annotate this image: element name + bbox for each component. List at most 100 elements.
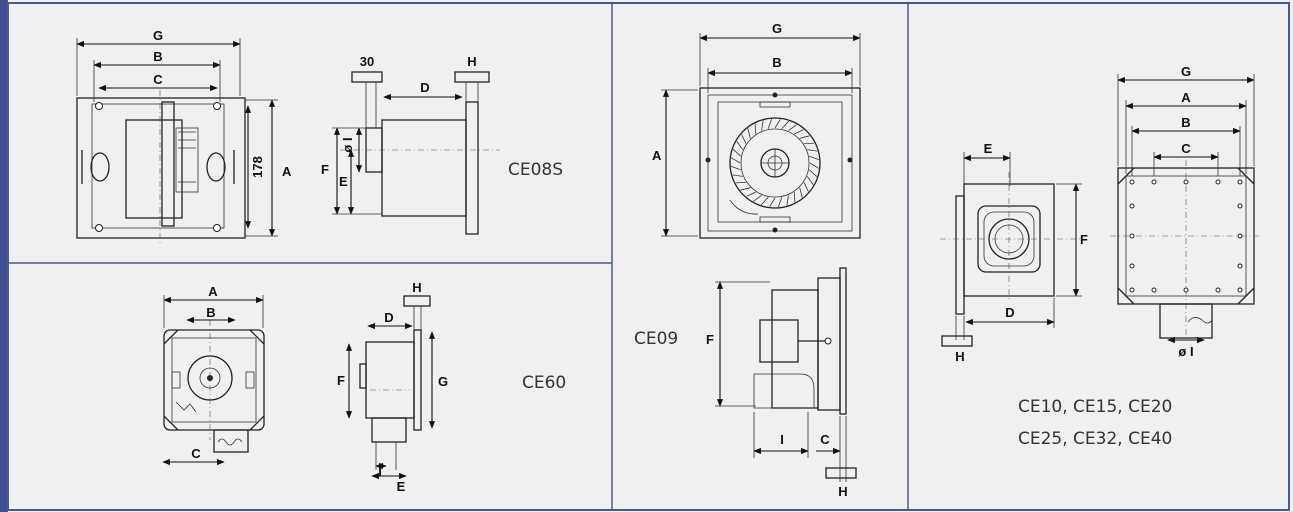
outer-frame xyxy=(7,2,1290,511)
ce60-label-f: F xyxy=(337,373,345,388)
fan-blade xyxy=(736,141,744,150)
ce09-front-dimensions xyxy=(661,33,861,237)
ce10-label-c: C xyxy=(1181,141,1191,156)
ce09-model-name: CE09 xyxy=(634,329,678,349)
panel-ce10-series: E F D H G A B C ø I CE10, CE15, CE20 CE2… xyxy=(940,64,1262,449)
fan-blade xyxy=(786,195,789,206)
ce10-label-oi: ø I xyxy=(1178,344,1193,359)
left-stripe xyxy=(0,0,8,512)
flange-hole xyxy=(1129,203,1135,209)
ce08s-labels: G B C 178 A 30 H D F E ø I CE08S xyxy=(153,28,563,189)
fan-blade xyxy=(807,149,818,152)
ce60-label-g: G xyxy=(438,374,448,389)
panel-ce09: G B A F I C H CE09 xyxy=(634,21,861,499)
ce08s-front-view xyxy=(76,90,246,246)
flange-hole xyxy=(1129,263,1135,269)
ce08s-label-h: H xyxy=(467,54,476,69)
ce09-label-f: F xyxy=(706,332,714,347)
fan-blade xyxy=(781,120,789,129)
flange-hole xyxy=(1151,287,1157,293)
ce60-side-view xyxy=(345,295,436,480)
flange-hole xyxy=(1237,179,1243,185)
ce09-label-a: A xyxy=(652,148,662,163)
ce60-front-view xyxy=(163,320,265,453)
ce09-fan-blades xyxy=(730,118,820,208)
ce08s-label-g: G xyxy=(153,28,163,43)
fan-blade xyxy=(767,118,772,129)
fan-blade xyxy=(799,135,810,139)
fan-blade xyxy=(809,155,820,160)
flange-hole xyxy=(1129,287,1135,293)
fan-blade xyxy=(730,166,741,171)
ce10-label-e: E xyxy=(984,141,993,156)
ce10-label-h: H xyxy=(955,349,964,364)
ce08s-dimension-lines xyxy=(76,38,278,237)
ce10-side-view xyxy=(940,152,1082,347)
ce08s-label-30: 30 xyxy=(360,54,374,69)
ce10-label-d: D xyxy=(1005,305,1014,320)
fan-blade xyxy=(747,128,751,139)
ce60-label-c: C xyxy=(191,446,201,461)
fan-blade xyxy=(804,142,815,144)
flange-hole xyxy=(1237,233,1243,239)
ce60-model-name: CE60 xyxy=(522,373,566,393)
panel-ce60: A B C D H F G I E CE60 xyxy=(162,280,566,494)
flange-hole xyxy=(1215,179,1221,185)
fan-blade xyxy=(740,187,751,191)
ce10-label-b: B xyxy=(1181,115,1190,130)
fan-blade xyxy=(753,194,762,202)
ce60-label-e: E xyxy=(397,479,406,494)
ce08s-label-178: 178 xyxy=(250,156,265,178)
ce10-model-line-2: CE25, CE32, CE40 xyxy=(1018,429,1172,449)
ce08s-model-name: CE08S xyxy=(508,160,563,180)
ce60-label-h: H xyxy=(412,280,421,295)
flange-hole xyxy=(1237,263,1243,269)
ce09-side-view xyxy=(715,267,857,482)
ce60-label-a: A xyxy=(208,284,218,299)
ce09-label-c: C xyxy=(820,432,830,447)
ce09-label-i: I xyxy=(780,432,784,447)
ce08s-side-view xyxy=(332,71,500,235)
ce10-front-holes xyxy=(1129,179,1243,293)
ce09-label-b: B xyxy=(772,55,781,70)
ce08s-label-d: D xyxy=(420,80,429,95)
ce10-labels: E F D H G A B C ø I CE10, CE15, CE20 CE2… xyxy=(955,64,1193,449)
ce60-label-i: I xyxy=(378,464,382,479)
flange-hole xyxy=(1183,179,1189,185)
ce08s-label-b: B xyxy=(153,49,162,64)
ce08s-label-c: C xyxy=(153,72,163,87)
fan-blade xyxy=(731,157,741,164)
fan-blade xyxy=(806,176,814,185)
fan-blade xyxy=(788,124,797,132)
ce10-label-f: F xyxy=(1080,232,1088,247)
fan-blade xyxy=(809,169,818,177)
ce08s-label-e: E xyxy=(339,174,348,189)
ce09-label-g: G xyxy=(772,21,782,36)
fan-blade xyxy=(761,197,769,206)
fan-blade xyxy=(778,197,783,208)
ce09-label-h: H xyxy=(838,484,847,499)
ce10-label-a: A xyxy=(1181,90,1191,105)
flange-hole xyxy=(1215,287,1221,293)
flange-hole xyxy=(1151,179,1157,185)
ce60-front-dimensions xyxy=(162,295,264,466)
fan-blade xyxy=(735,182,746,184)
ce08s-label-f: F xyxy=(321,162,329,177)
ce10-front-view xyxy=(1110,74,1262,344)
fan-blade xyxy=(799,187,803,198)
flange-hole xyxy=(1129,179,1135,185)
fan-blade xyxy=(794,192,796,203)
flange-hole xyxy=(1129,233,1135,239)
ce08s-label-oi: ø I xyxy=(340,137,355,152)
ce60-label-d: D xyxy=(384,310,393,325)
ce09-front-view xyxy=(699,87,861,239)
ce08s-label-a: A xyxy=(282,164,292,179)
fan-blade xyxy=(809,162,819,169)
ce10-model-line-1: CE10, CE15, CE20 xyxy=(1018,397,1172,417)
fan-blade xyxy=(803,182,809,192)
fan-blade xyxy=(794,129,804,135)
flange-hole xyxy=(1237,287,1243,293)
ce60-label-b: B xyxy=(206,305,215,320)
